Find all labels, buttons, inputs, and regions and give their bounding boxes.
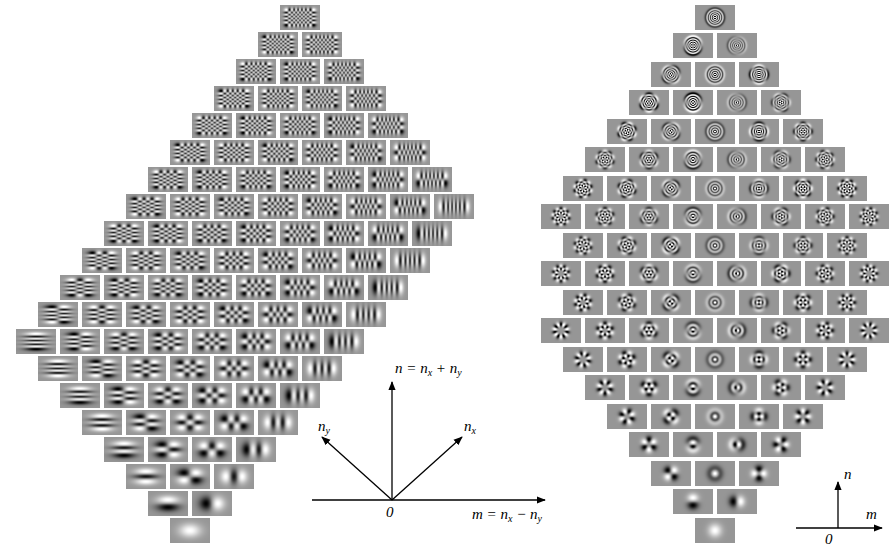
- axis-label: 0: [823, 531, 835, 548]
- axes-right: [796, 482, 882, 528]
- n-axis: [837, 482, 838, 528]
- ny-axis: [322, 437, 392, 500]
- m-axis: [796, 527, 882, 528]
- nx-axis: [392, 437, 462, 500]
- m-axis: [312, 499, 545, 500]
- axis-label: nx: [462, 418, 478, 436]
- axis-label: n: [842, 466, 854, 483]
- axis-label: m: [864, 506, 879, 523]
- n-axis: [391, 382, 392, 500]
- axis-label: n = nx + ny: [393, 360, 464, 378]
- axis-label: ny: [316, 418, 332, 436]
- axes-left: [312, 382, 545, 500]
- axis-label: 0: [384, 504, 396, 521]
- axis-label: m = nx − ny: [470, 506, 544, 524]
